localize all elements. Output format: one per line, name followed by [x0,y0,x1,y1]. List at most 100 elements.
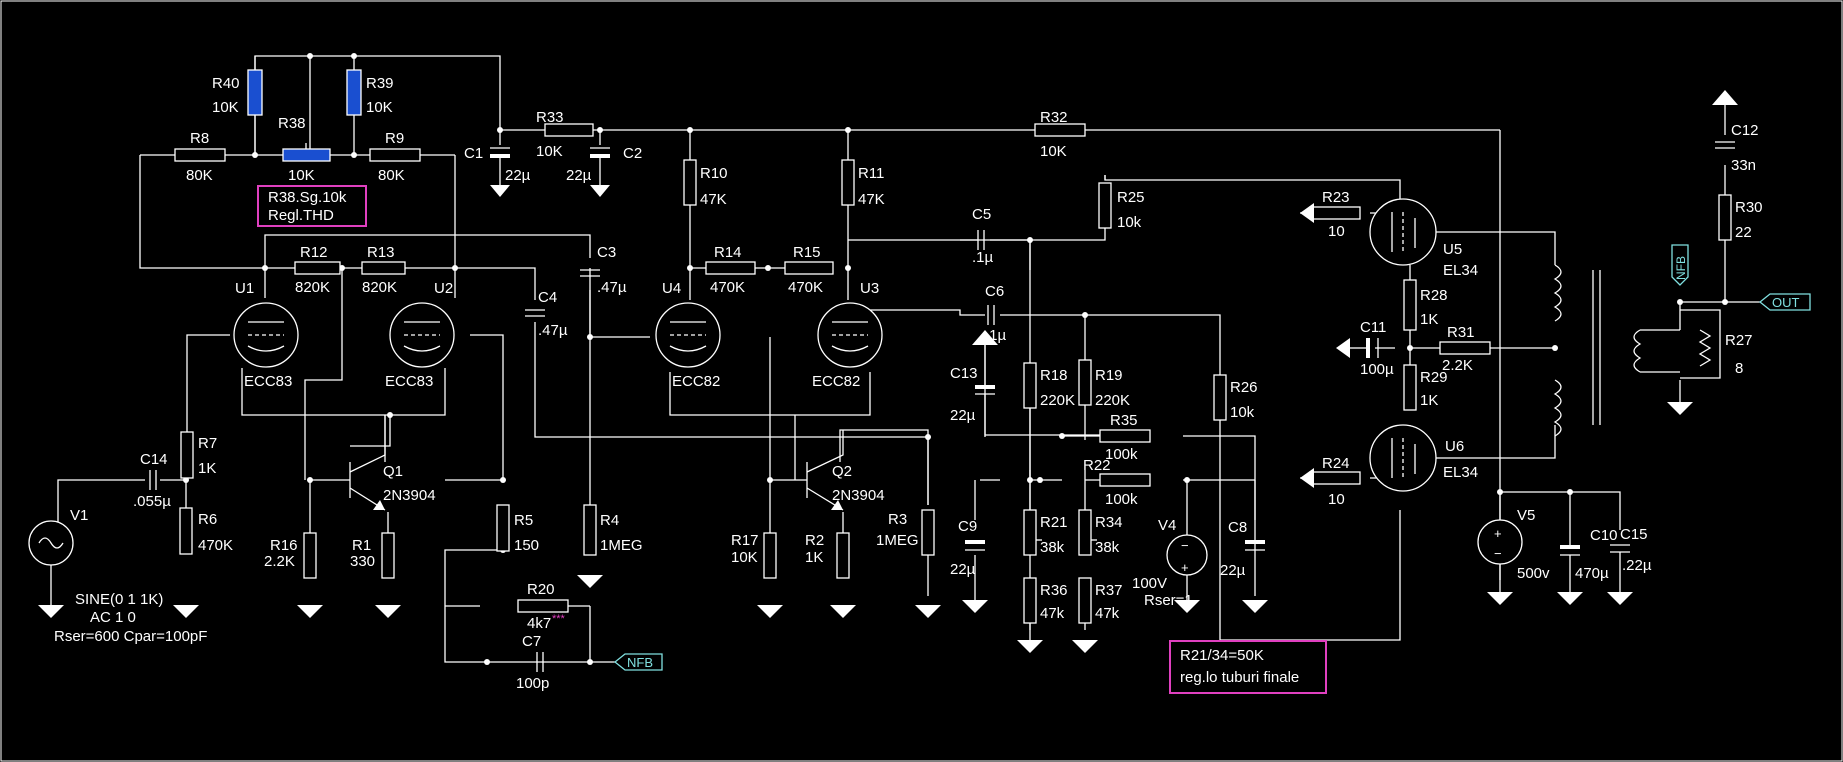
resistor-R15: R15 470K [784,244,834,296]
svg-text:470µ: 470µ [1575,565,1609,582]
svg-text:C5: C5 [972,206,991,223]
svg-text:470K: 470K [710,279,745,296]
svg-text:22µ: 22µ [1220,562,1246,579]
svg-text:100k: 100k [1105,491,1138,508]
svg-text:Q1: Q1 [383,463,403,480]
svg-text:R1: R1 [352,537,371,554]
resistor-R30: R30 22 [1718,194,1763,241]
resistor-R1: R1 330 [350,532,395,579]
resistor-R24: R24 10 [1309,455,1361,508]
svg-text:R31: R31 [1447,324,1475,341]
svg-text:R19: R19 [1095,367,1123,384]
resistor-R26: R26 10k [1213,374,1258,421]
svg-text:reg.lo tuburi finale: reg.lo tuburi finale [1180,669,1299,686]
svg-text:OUT: OUT [1772,295,1800,310]
svg-text:47K: 47K [858,191,885,208]
svg-text:10K: 10K [536,143,563,160]
svg-text:Rser=600 Cpar=100pF: Rser=600 Cpar=100pF [54,628,207,645]
resistor-R8: R8 80K [174,130,226,184]
resistor-R17: R17 10K [731,532,777,579]
resistor-R18: R18 220K [1023,362,1075,409]
svg-text:C9: C9 [958,518,977,535]
svg-text:10: 10 [1328,491,1345,508]
ground-symbols [38,90,1738,653]
resistor-R31: R31 2.2K [1439,324,1491,374]
svg-text:38k: 38k [1040,539,1065,556]
svg-text:R27: R27 [1725,332,1753,349]
svg-text:22µ: 22µ [950,561,976,578]
svg-text:EL34: EL34 [1443,262,1478,279]
svg-text:AC 1 0: AC 1 0 [90,609,136,626]
tube-U5: U5 EL34 [1369,198,1478,279]
svg-text:22µ: 22µ [505,167,531,184]
capacitor-C5: C5 .1µ [972,206,994,266]
resistor-R27: R27 8 [1698,329,1753,377]
resistor-R32: R32 10K [1034,109,1086,160]
resistor-R7: R7 1K [180,431,217,479]
svg-text:R9: R9 [385,130,404,147]
svg-text:R26: R26 [1230,379,1258,396]
svg-text:22: 22 [1735,224,1752,241]
svg-text:R15: R15 [793,244,821,261]
svg-text:.22µ: .22µ [1622,557,1652,574]
svg-text:.055µ: .055µ [133,493,171,510]
resistor-R12: R12 820K [294,244,341,296]
svg-text:−: − [1181,538,1189,553]
svg-text:U4: U4 [662,280,681,297]
svg-text:C13: C13 [950,365,978,382]
tube-U4: U4 ECC82 [655,280,721,390]
svg-text:10K: 10K [212,99,239,116]
svg-text:V4: V4 [1158,517,1176,534]
capacitor-C12: C12 33n [1715,122,1759,174]
svg-text:820K: 820K [295,279,330,296]
svg-text:10k: 10k [1230,404,1255,421]
svg-text:47k: 47k [1095,605,1120,622]
svg-text:220K: 220K [1040,392,1075,409]
svg-text:C3: C3 [597,244,616,261]
dc-source-V5: + − V5 500v [1477,507,1550,592]
svg-text:R10: R10 [700,165,728,182]
svg-text:.47µ: .47µ [597,279,627,296]
resistor-R36: R36 47k [1023,577,1068,624]
svg-text:R3: R3 [888,511,907,528]
note-bias-adjust: R21/34=50K reg.lo tuburi finale [1169,640,1327,694]
svg-text:U1: U1 [235,280,254,297]
svg-text:U5: U5 [1443,241,1462,258]
dc-source-V4: − + V4 100V Rser=1 [1132,517,1208,609]
capacitor-C2: C2 22µ [566,145,642,185]
tube-U1: U1 ECC83 [233,280,299,390]
svg-text:NFB: NFB [627,655,653,670]
svg-text:100p: 100p [516,675,549,692]
svg-text:R21: R21 [1040,514,1068,531]
svg-text:C4: C4 [538,289,557,306]
resistor-R35: R35 100k [1099,412,1151,463]
resistor-R37: R37 47k [1078,577,1123,624]
svg-text:C12: C12 [1731,122,1759,139]
svg-text:Regl.THD: Regl.THD [268,207,334,224]
capacitor-C9: C9 22µ [950,518,985,578]
svg-text:R36: R36 [1040,582,1068,599]
svg-text:R17: R17 [731,532,759,549]
svg-text:R14: R14 [714,244,742,261]
svg-text:.47µ: .47µ [538,322,568,339]
svg-text:C10: C10 [1590,527,1618,544]
capacitor-C15: C15 .22µ [1610,526,1652,592]
svg-text:R7: R7 [198,435,217,452]
svg-text:470K: 470K [198,537,233,554]
svg-text:10k: 10k [1117,214,1142,231]
svg-text:U2: U2 [434,280,453,297]
svg-text:38k: 38k [1095,539,1120,556]
svg-text:R34: R34 [1095,514,1123,531]
resistor-R33: R33 10K [536,109,594,160]
svg-text:10: 10 [1328,223,1345,240]
svg-text:C2: C2 [623,145,642,162]
svg-text:10K: 10K [366,99,393,116]
source-spec-text: SINE(0 1 1K) AC 1 0 Rser=600 Cpar=100pF [54,591,207,645]
svg-text:.1µ: .1µ [972,249,994,266]
svg-text:V1: V1 [70,507,88,524]
svg-text:10K: 10K [1040,143,1067,160]
svg-text:+: + [1181,560,1189,575]
resistor-R10: R10 47K [683,159,728,208]
svg-text:R38.Sg.10k: R38.Sg.10k [268,189,347,206]
